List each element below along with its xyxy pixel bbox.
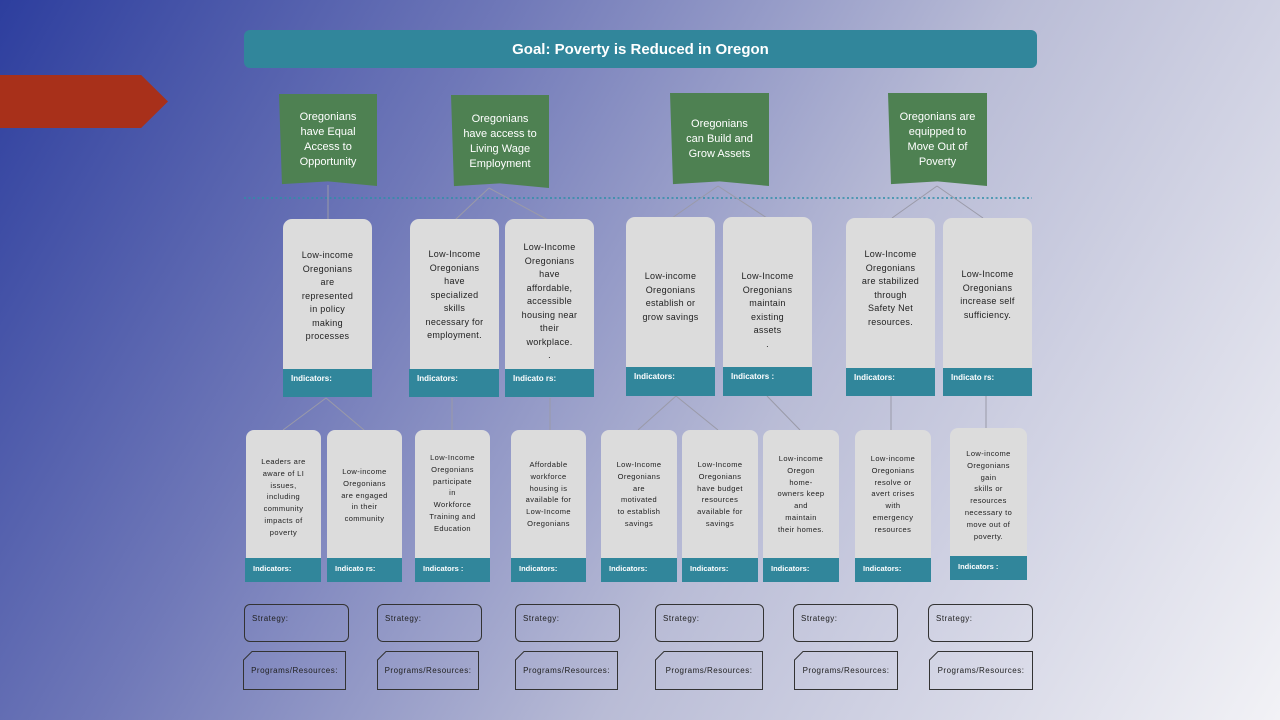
tier2-card: Low-Income Oregonians increase self suff… bbox=[943, 218, 1032, 396]
outcome-living-wage: Oregonians have access to Living Wage Em… bbox=[451, 95, 549, 188]
red-arrow-shape bbox=[0, 75, 168, 128]
outcome-build-assets: Oregonians can Build and Grow Assets bbox=[670, 93, 769, 186]
tier2-card: Low-Income Oregonians maintain existing … bbox=[723, 217, 812, 396]
indicators-label: Indicato rs: bbox=[327, 558, 402, 582]
programs-label: Programs/Resources: bbox=[251, 666, 338, 675]
outcome-text: Oregonians have Equal Access to Opportun… bbox=[299, 111, 357, 168]
tree-connectors bbox=[282, 185, 987, 431]
outcome-equal-access: Oregonians have Equal Access to Opportun… bbox=[279, 94, 377, 186]
tier3-text: Low-Income Oregonians have budget resour… bbox=[697, 460, 743, 528]
indicators-label: Indicators: bbox=[511, 558, 586, 582]
tier2-card: Low-income Oregonians are represented in… bbox=[283, 219, 372, 397]
programs-label: Programs/Resources: bbox=[384, 666, 472, 675]
tier2-text: Low-Income Oregonians have affordable, a… bbox=[521, 242, 578, 360]
indicators-label: Indicators: bbox=[283, 369, 372, 397]
goal-banner: Goal: Poverty is Reduced in Oregon bbox=[244, 30, 1037, 68]
indicators-label: Indicators: bbox=[763, 558, 839, 582]
strategy-box: Strategy: bbox=[655, 604, 764, 642]
tier2-text: Low-Income Oregonians maintain existing … bbox=[741, 271, 794, 349]
strategy-box: Strategy: bbox=[244, 604, 349, 642]
programs-label: Programs/Resources: bbox=[937, 666, 1025, 675]
programs-box: Programs/Resources: bbox=[515, 651, 618, 690]
outcome-text: Oregonians have access to Living Wage Em… bbox=[463, 112, 537, 170]
tier2-text: Low-Income Oregonians are stabilized thr… bbox=[861, 249, 920, 327]
programs-label: Programs/Resources: bbox=[802, 666, 890, 675]
indicators-label: Indicators : bbox=[950, 556, 1027, 580]
programs-box: Programs/Resources: bbox=[929, 651, 1033, 690]
tier3-text: Low-income Oregonians are engaged in the… bbox=[341, 467, 388, 524]
tier3-text: Low-Income Oregonians participate in Wor… bbox=[429, 453, 476, 533]
tier2-card: Low-Income Oregonians have specialized s… bbox=[410, 219, 499, 397]
strategy-box: Strategy: bbox=[377, 604, 482, 642]
indicators-label: Indicators: bbox=[626, 367, 715, 396]
programs-box: Programs/Resources: bbox=[377, 651, 479, 690]
tier3-text: Leaders are aware of LI issues, includin… bbox=[261, 457, 306, 537]
indicators-label: Indicators: bbox=[245, 558, 321, 582]
tier3-text: Low-income Oregonians gain skills or res… bbox=[964, 449, 1013, 541]
outcome-move-out-poverty: Oregonians are equipped to Move Out of P… bbox=[888, 93, 987, 186]
indicators-label: Indicators: bbox=[409, 369, 499, 397]
strategy-box: Strategy: bbox=[928, 604, 1033, 642]
tier3-card: Low-Income Oregonians have budget resour… bbox=[682, 430, 758, 582]
outcome-text: Oregonians can Build and Grow Assets bbox=[686, 118, 753, 160]
indicators-label: Indicators: bbox=[846, 368, 935, 396]
tier3-card: Low-income Oregonians resolve or avert c… bbox=[855, 430, 931, 582]
outcome-text: Oregonians are equipped to Move Out of P… bbox=[899, 110, 976, 168]
programs-box: Programs/Resources: bbox=[655, 651, 763, 690]
tier3-text: Low-Income Oregonians are motivated to e… bbox=[616, 460, 662, 528]
goal-text: Goal: Poverty is Reduced in Oregon bbox=[512, 40, 769, 58]
tier3-card: Low-income Oregonians are engaged in the… bbox=[327, 430, 402, 582]
tier2-text: Low-income Oregonians establish or grow … bbox=[642, 271, 699, 322]
indicators-label: Indicators : bbox=[415, 558, 490, 582]
tier3-card: Low-Income Oregonians participate in Wor… bbox=[415, 430, 490, 582]
tier3-card: Low-income Oregonians gain skills or res… bbox=[950, 428, 1027, 580]
tier3-card: Affordable workforce housing is availabl… bbox=[511, 430, 586, 582]
indicators-label: Indicators: bbox=[855, 558, 931, 582]
programs-label: Programs/Resources: bbox=[523, 666, 610, 675]
tier2-card: Low-income Oregonians establish or grow … bbox=[626, 217, 715, 396]
tier2-card: Low-Income Oregonians have affordable, a… bbox=[505, 219, 594, 397]
indicators-label: Indicators : bbox=[723, 367, 812, 396]
indicators-label: Indicators: bbox=[682, 558, 758, 582]
indicators-label: Indicato rs: bbox=[505, 369, 594, 397]
tier3-text: Low-income Oregon home- owners keep and … bbox=[777, 454, 825, 534]
tier2-text: Low-Income Oregonians increase self suff… bbox=[960, 269, 1015, 320]
programs-box: Programs/Resources: bbox=[794, 651, 898, 690]
indicators-label: Indicators: bbox=[601, 558, 677, 582]
tier3-text: Low-income Oregonians resolve or avert c… bbox=[870, 454, 916, 534]
tier3-card: Low-Income Oregonians are motivated to e… bbox=[601, 430, 677, 582]
tier2-text: Low-Income Oregonians have specialized s… bbox=[425, 249, 484, 340]
indicators-label: Indicato rs: bbox=[943, 368, 1032, 396]
strategy-box: Strategy: bbox=[515, 604, 620, 642]
tier3-card: Leaders are aware of LI issues, includin… bbox=[246, 430, 321, 582]
tier2-card: Low-Income Oregonians are stabilized thr… bbox=[846, 218, 935, 396]
tier3-card: Low-income Oregon home- owners keep and … bbox=[763, 430, 839, 582]
strategy-box: Strategy: bbox=[793, 604, 898, 642]
programs-box: Programs/Resources: bbox=[243, 651, 346, 690]
tier2-text: Low-income Oregonians are represented in… bbox=[301, 250, 354, 341]
tier3-text: Affordable workforce housing is availabl… bbox=[525, 460, 572, 528]
programs-label: Programs/Resources: bbox=[665, 666, 753, 675]
